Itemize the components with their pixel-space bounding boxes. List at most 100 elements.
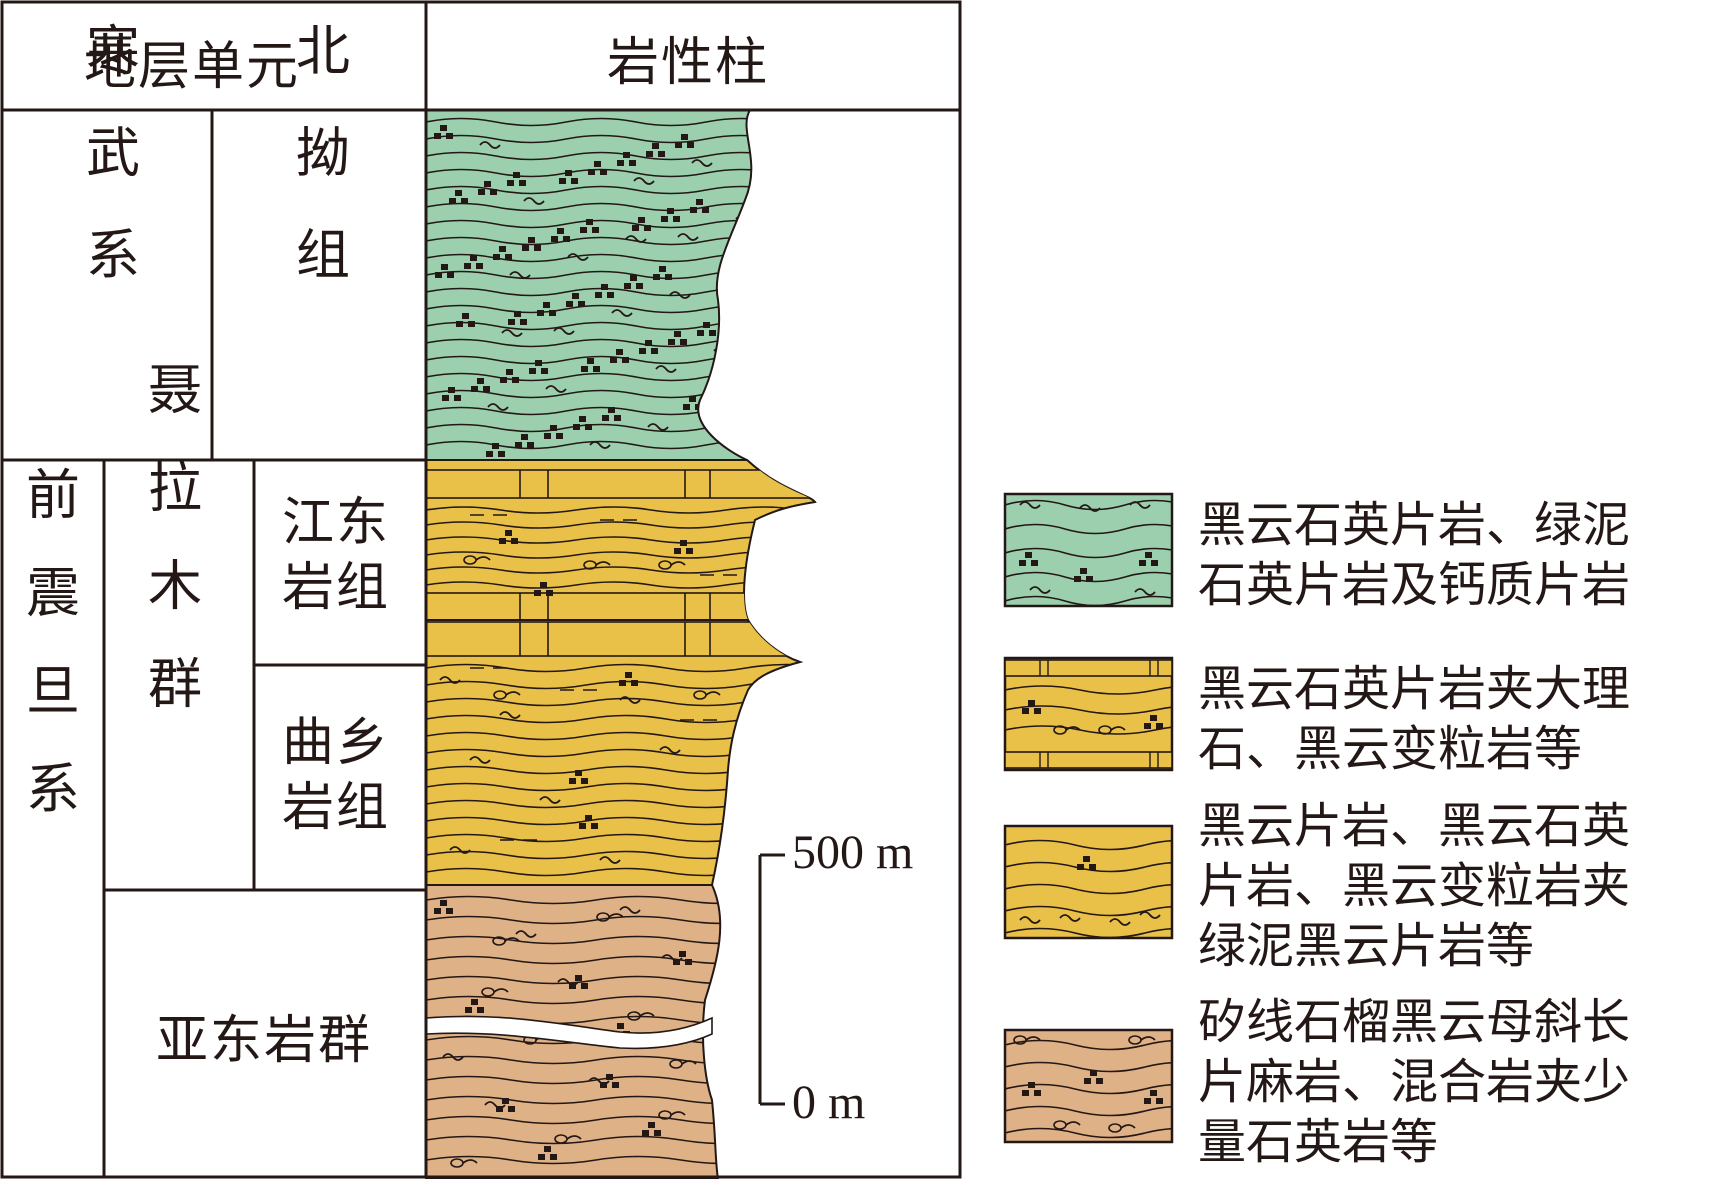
quartz-grain-cluster — [674, 331, 681, 337]
quartz-grain-cluster — [622, 357, 629, 363]
legend-quartz-cluster — [1150, 715, 1157, 721]
legend-text-schist-marble-line1: 黑云石英片岩夹大理 — [1198, 661, 1630, 717]
quartz-grain-cluster — [585, 424, 592, 430]
legend-quartz-cluster — [1028, 1082, 1035, 1088]
foliation-line — [426, 895, 721, 905]
quartz-grain-cluster — [659, 266, 666, 272]
chlorite-wiggle — [553, 327, 575, 335]
legend-text-schist-marble-line2: 石、黑云变粒岩等 — [1198, 721, 1582, 777]
quartz-grain-cluster — [508, 319, 515, 325]
green-schist-unit — [425, 109, 753, 461]
quartz-grain-cluster — [686, 548, 693, 554]
augen-symbol — [670, 1111, 686, 1116]
legend-foliation-line — [1005, 905, 1172, 917]
quartz-grain-cluster — [498, 451, 505, 457]
legend-quartz-cluster — [1077, 864, 1084, 870]
legend-biotite-wiggle — [1109, 918, 1131, 926]
augen-symbol — [462, 1159, 478, 1164]
quartz-grain-cluster — [546, 590, 553, 596]
legend-foliation-line — [1005, 705, 1172, 715]
quartz-grain-cluster — [446, 908, 453, 914]
quartz-grain-cluster — [601, 284, 608, 290]
table-outer-border — [0, 0, 962, 1179]
quartz-grain-cluster — [581, 983, 588, 989]
quartz-grain-cluster — [506, 369, 513, 375]
foliation-line — [426, 1155, 721, 1165]
quartz-grain-cluster — [559, 178, 566, 184]
foliation-line — [426, 423, 752, 433]
chlorite-wiggle — [523, 197, 545, 205]
quartz-grain-cluster — [550, 1154, 557, 1160]
porphyroblast-symbol — [670, 561, 686, 566]
quartz-grain-cluster — [535, 360, 542, 366]
quartz-grain-cluster — [654, 1130, 661, 1136]
chlorite-wiggle — [479, 141, 501, 149]
jiangdong-formation-line1: 江东 — [282, 493, 390, 553]
header-unit-label: 地层单元 — [84, 37, 300, 97]
foliation-line — [426, 321, 752, 331]
quartz-grain-cluster — [674, 548, 681, 554]
quartz-grain-cluster — [581, 778, 588, 784]
quartz-grain-cluster — [566, 301, 573, 307]
quartz-grain-cluster — [471, 386, 478, 392]
quartz-grain-cluster — [606, 1074, 613, 1080]
foliation-line — [426, 1135, 721, 1145]
quartz-grain-cluster — [702, 207, 709, 213]
quartz-grain-cluster — [646, 151, 653, 157]
jiangdong-formation-line2: 岩组 — [282, 558, 390, 618]
augen-symbol — [504, 937, 520, 942]
biotite-wiggle — [469, 756, 491, 764]
quartz-grain-cluster — [581, 366, 588, 372]
quartz-grain-cluster — [652, 143, 659, 149]
legend-quartz-cluster — [1034, 1090, 1041, 1096]
quartz-grain-cluster — [470, 255, 477, 261]
legend-marble-band — [1005, 751, 1172, 769]
quartz-grain-cluster — [696, 199, 703, 205]
quartz-grain-cluster — [630, 275, 637, 281]
quartz-grain-cluster — [607, 292, 614, 298]
yadong-white-gap — [425, 1015, 713, 1050]
quartz-grain-cluster — [600, 1082, 607, 1088]
quartz-grain-cluster — [616, 349, 623, 355]
legend-quartz-cluster — [1019, 560, 1026, 566]
legend-foliation-line — [1005, 547, 1172, 559]
legend-augen — [1120, 1124, 1136, 1129]
legend-augen — [1140, 1036, 1156, 1041]
quxiang-fill — [425, 619, 804, 886]
legend-foliation-line — [1005, 839, 1172, 851]
cambrian-system-label: 寒武系 — [77, 22, 140, 328]
quartz-grain-cluster — [527, 442, 534, 448]
quartz-grain-cluster — [594, 161, 601, 167]
quartz-grain-cluster — [612, 1082, 619, 1088]
stratigraphic-table — [0, 0, 962, 1179]
quartz-grain-cluster — [435, 272, 442, 278]
foliation-line — [426, 782, 800, 792]
foliation-line — [426, 833, 800, 843]
chlorite-wiggle — [589, 441, 611, 449]
chlorite-wiggle — [669, 291, 691, 299]
quartz-grain-cluster — [520, 319, 527, 325]
quartz-grain-cluster — [624, 283, 631, 289]
quxiang-unit — [425, 619, 804, 886]
foliation-line — [426, 1075, 721, 1085]
quartz-grain-cluster — [600, 169, 607, 175]
foliation-line — [426, 975, 721, 985]
legend-foliation-line — [1005, 685, 1172, 695]
quartz-grain-cluster — [642, 1130, 649, 1136]
jiangdong-fill — [425, 459, 817, 621]
quartz-grain-cluster — [578, 301, 585, 307]
legend-text-biotite-schist-line3: 绿泥黑云片岩等 — [1198, 918, 1534, 974]
legend-quartz-cluster — [1144, 723, 1151, 729]
legend-pattern-gneiss — [1005, 1035, 1172, 1139]
quartz-grain-cluster — [644, 225, 651, 231]
quartz-grain-cluster — [551, 236, 558, 242]
quartz-grain-cluster — [685, 959, 692, 965]
header-column-label: 岩性柱 — [607, 33, 769, 93]
quartz-grain-cluster — [462, 313, 469, 319]
legend-foliation-line — [1005, 1061, 1172, 1073]
legend-chlorite-wiggle — [1079, 504, 1101, 512]
quartz-grain-cluster — [521, 434, 528, 440]
quartz-grain-cluster — [440, 125, 447, 131]
quartz-grain-cluster — [441, 264, 448, 270]
legend-text-gneiss-line3: 量石英岩等 — [1198, 1114, 1438, 1170]
